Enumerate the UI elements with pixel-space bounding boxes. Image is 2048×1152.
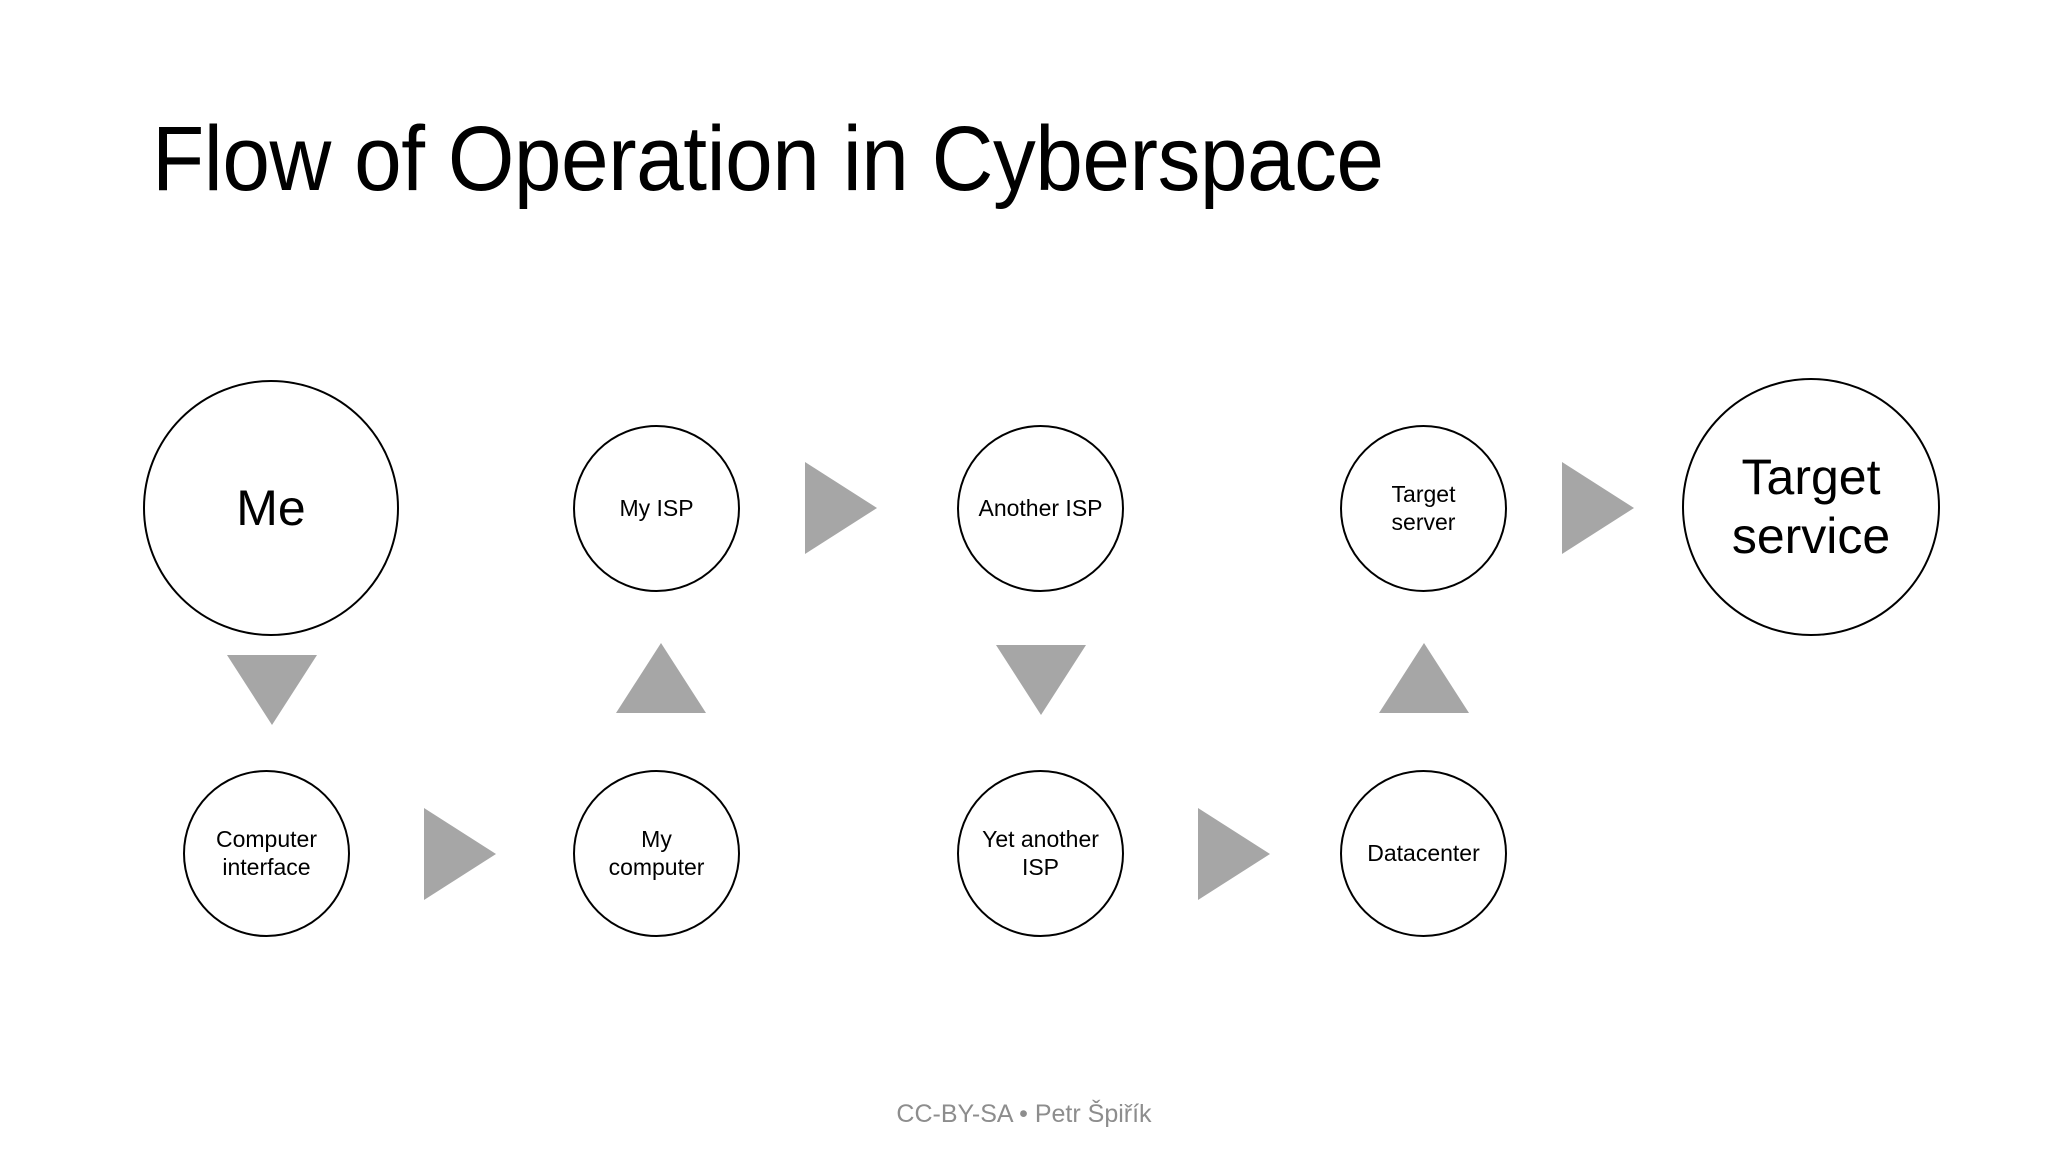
node-target-service[interactable]: Target service <box>1682 378 1940 636</box>
up-arrow-icon-my-computer-to-my-isp <box>616 643 706 713</box>
down-arrow-icon-another-isp-to-yet-another-isp <box>996 645 1086 715</box>
node-my-isp-label: My ISP <box>619 494 694 521</box>
node-computer-interface[interactable]: Computer interface <box>183 770 350 937</box>
node-me[interactable]: Me <box>143 380 399 636</box>
node-datacenter[interactable]: Datacenter <box>1340 770 1507 937</box>
node-another-isp-label: Another ISP <box>978 494 1103 521</box>
footer-credit: CC-BY-SA • Petr Špiřík <box>896 1100 1152 1128</box>
node-datacenter-label: Datacenter <box>1367 839 1480 866</box>
node-yet-another-isp[interactable]: Yet another ISP <box>957 770 1124 937</box>
node-my-isp[interactable]: My ISP <box>573 425 740 592</box>
node-my-computer-label: My computer <box>608 826 705 880</box>
right-arrow-icon-computer-interface-to-my-computer <box>424 808 496 900</box>
right-arrow-icon-yet-another-isp-to-datacenter <box>1198 808 1270 900</box>
node-my-computer[interactable]: My computer <box>573 770 740 937</box>
node-yet-another-isp-label: Yet another ISP <box>982 826 1099 880</box>
up-arrow-icon-datacenter-to-target-server <box>1379 643 1469 713</box>
right-arrow-icon-target-server-to-target-service <box>1562 462 1634 554</box>
down-arrow-icon-me-to-computer-interface <box>227 655 317 725</box>
node-target-service-label: Target service <box>1731 449 1891 564</box>
node-target-server[interactable]: Target server <box>1340 425 1507 592</box>
node-computer-interface-label: Computer interface <box>216 826 317 880</box>
node-target-server-label: Target server <box>1391 481 1456 535</box>
page-title: Flow of Operation in Cyberspace <box>152 108 1384 210</box>
node-another-isp[interactable]: Another ISP <box>957 425 1124 592</box>
right-arrow-icon-my-isp-to-another-isp <box>805 462 877 554</box>
node-me-label: Me <box>236 479 306 536</box>
